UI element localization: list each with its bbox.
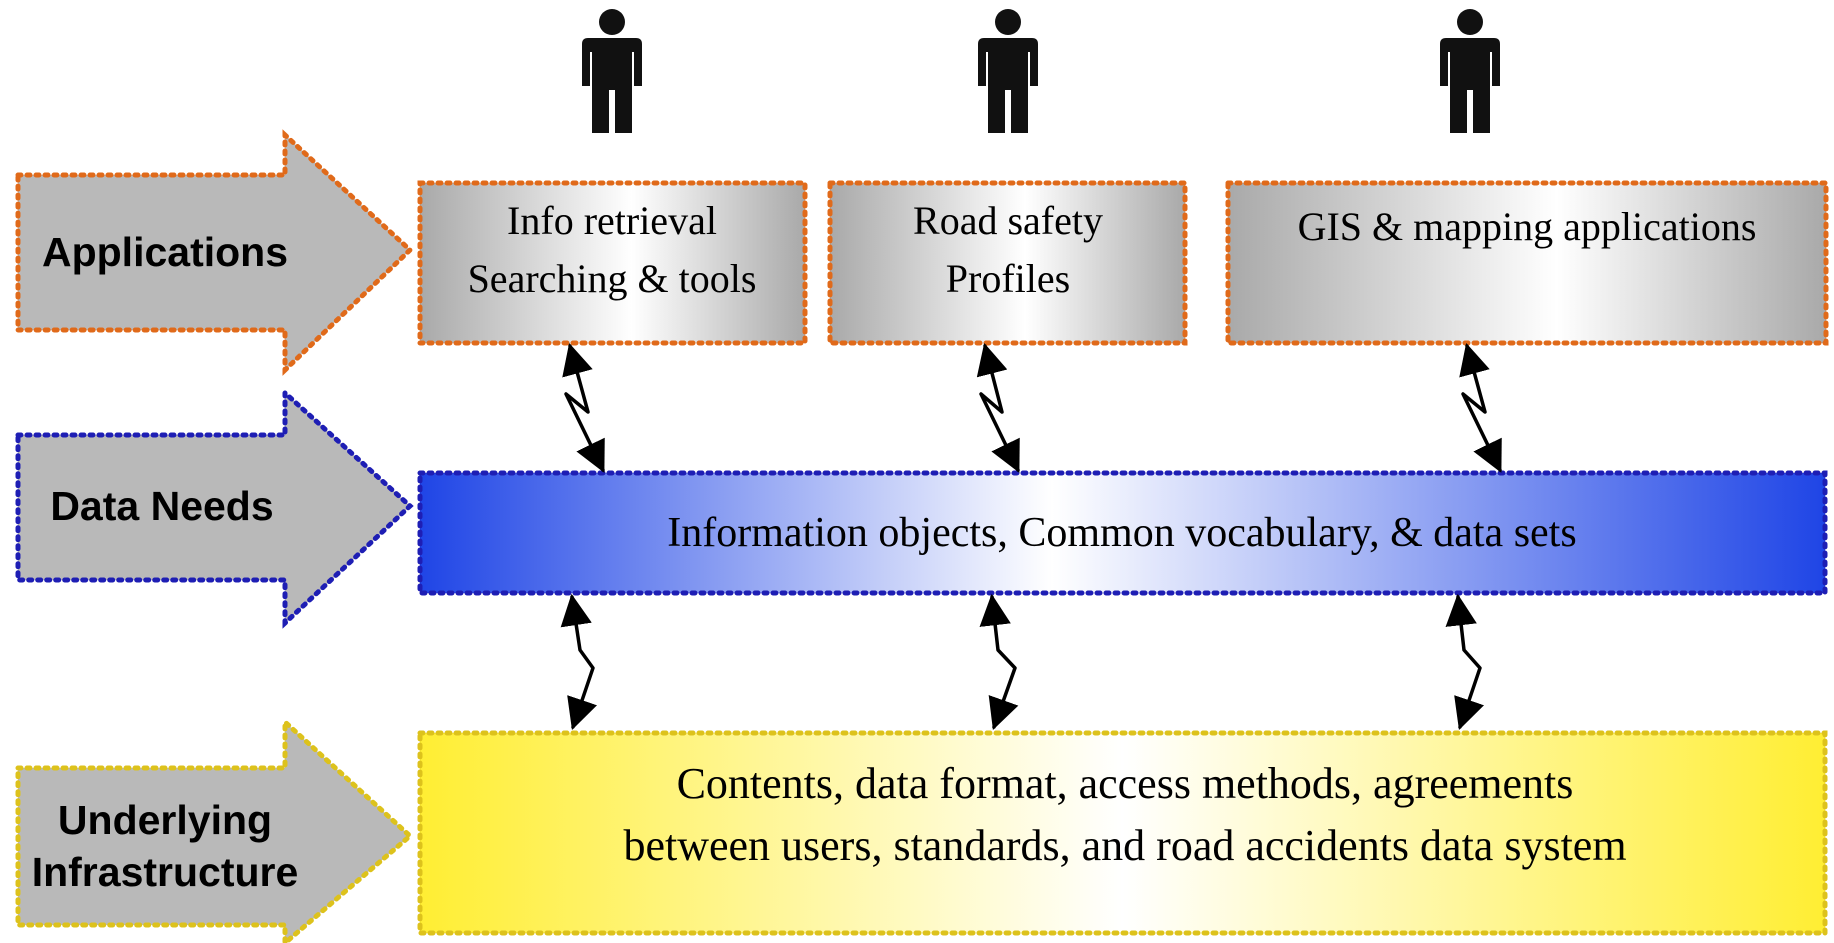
- connector-app3-data: [1459, 342, 1502, 473]
- application-box-gis-mapping: GIS & mapping applications: [1225, 180, 1829, 346]
- connectors: [560, 342, 1502, 730]
- person-head: [1457, 9, 1483, 35]
- data-needs-label-line-1: Data Needs: [50, 483, 273, 529]
- data-needs-box: Information objects, Common vocabulary, …: [417, 470, 1828, 596]
- application-box-2-line-2: Profiles: [946, 256, 1070, 301]
- application-box-2-line-1: Road safety: [913, 198, 1103, 243]
- application-box-info-retrieval-frame: [417, 180, 808, 346]
- applications-arrow: Applications: [15, 129, 414, 376]
- data-needs-label: Data Needs: [50, 483, 273, 529]
- application-box-1-line-2: Searching & tools: [468, 256, 757, 301]
- data-needs-box-frame: [417, 470, 1828, 596]
- applications-label: Applications: [42, 229, 288, 275]
- application-box-1-line-1: Info retrieval: [507, 198, 717, 243]
- person-icon: [1440, 9, 1500, 133]
- infrastructure-label-line-1: Underlying: [58, 797, 272, 843]
- infrastructure-box-line-2: between users, standards, and road accid…: [623, 821, 1626, 870]
- person-head: [599, 9, 625, 35]
- application-box-gis-mapping-frame: [1225, 180, 1829, 346]
- data-needs-arrow: Data Needs: [15, 387, 414, 629]
- person-head: [995, 9, 1021, 35]
- person-icon: [582, 9, 642, 133]
- connector-data-infra2: [979, 593, 1019, 730]
- infrastructure-box-line-1: Contents, data format, access methods, a…: [677, 759, 1574, 808]
- applications-label-line-1: Applications: [42, 229, 288, 275]
- infrastructure-box: Contents, data format, access methods, a…: [417, 730, 1828, 936]
- application-box-road-safety-frame: [827, 180, 1188, 346]
- application-box-gis-mapping-text: GIS & mapping applications: [1298, 204, 1757, 249]
- users-row: [582, 9, 1500, 133]
- connector-data-infra1: [560, 593, 598, 730]
- connector-data-infra3: [1445, 593, 1485, 730]
- data-needs-box-text: Information objects, Common vocabulary, …: [667, 510, 1576, 556]
- person-body: [582, 38, 642, 133]
- applications-arrow-shape: [15, 129, 414, 376]
- connector-app1-data: [562, 342, 605, 473]
- connector-app2-data: [976, 342, 1020, 473]
- data-needs-box-line-1: Information objects, Common vocabulary, …: [667, 510, 1576, 556]
- data-needs-arrow-shape: [15, 387, 414, 629]
- application-box-3-line-1: GIS & mapping applications: [1298, 204, 1757, 249]
- person-icon: [978, 9, 1038, 133]
- person-body: [978, 38, 1038, 133]
- person-body: [1440, 38, 1500, 133]
- infrastructure-box-frame: [417, 730, 1828, 936]
- infrastructure-box-text: Contents, data format, access methods, a…: [623, 759, 1626, 870]
- infrastructure-label-line-2: Infrastructure: [32, 849, 299, 895]
- infrastructure-arrow-shape: [15, 716, 414, 943]
